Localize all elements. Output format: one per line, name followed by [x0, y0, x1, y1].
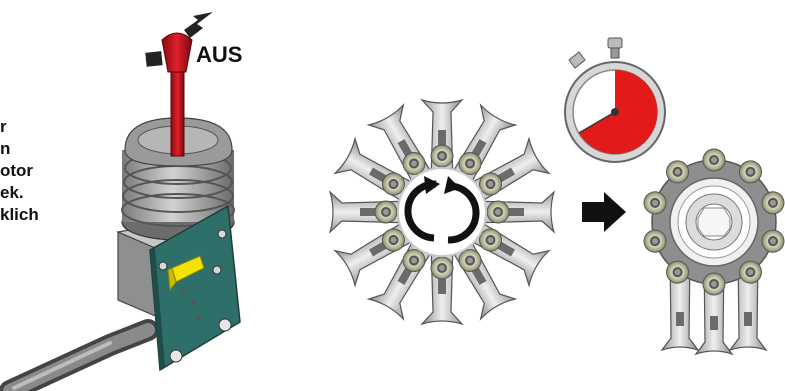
joystick-lever-icon [10, 12, 240, 391]
rotor-blades-closed-icon [641, 149, 785, 354]
rotor-blades-open-icon [330, 100, 554, 324]
stopwatch-icon [565, 38, 665, 162]
arrow-right-icon [582, 192, 626, 232]
off-label: AUS [196, 42, 242, 67]
